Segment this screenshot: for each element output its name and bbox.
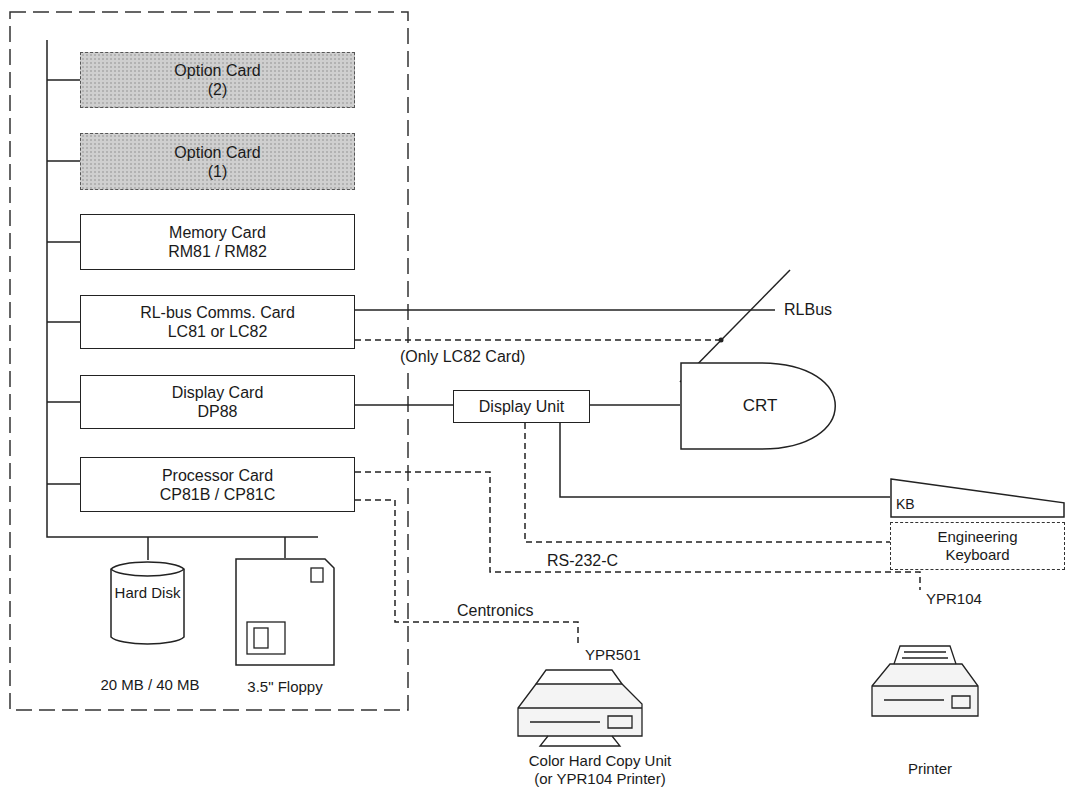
node-label: KB xyxy=(896,496,936,513)
option-card: Option Card (1) xyxy=(80,133,355,190)
drive-stub xyxy=(148,537,285,560)
connector xyxy=(355,404,453,406)
node-outline xyxy=(110,560,185,646)
floppy-window xyxy=(254,628,268,648)
node-label: Display Card DP88 xyxy=(160,383,275,421)
display-unit: Display Unit xyxy=(453,390,590,423)
node-label: YPR501 xyxy=(585,646,675,664)
disk-cylinder xyxy=(111,562,184,644)
node-caption: Printer xyxy=(850,760,1010,778)
rlbus-dashed-line xyxy=(355,339,721,341)
engineering-keyboard: Engineering Keyboard xyxy=(890,522,1065,570)
node-label: Option Card (1) xyxy=(165,143,270,181)
display-card: Display Card DP88 xyxy=(80,375,355,429)
node-label: Display Unit xyxy=(479,397,564,416)
node-label: Engineering Keyboard xyxy=(923,528,1033,564)
printer-detail xyxy=(872,652,978,708)
node-caption: Color Hard Copy Unit (or YPR104 Printer) xyxy=(525,752,675,788)
node-label: RL-bus Comms. Card LC81 or LC82 xyxy=(123,303,313,341)
enclosure-outline xyxy=(10,12,408,710)
hard-disk: Hard Disk 20 MB / 40 MB xyxy=(90,560,210,705)
signal-label: RS-232-C xyxy=(545,551,620,570)
disk-rim xyxy=(111,569,184,576)
bus-label: RLBus xyxy=(782,300,834,319)
node-label: Hard Disk xyxy=(110,584,185,602)
signal-label: Centronics xyxy=(455,601,535,620)
node-label: Processor Card CP81B / CP81C xyxy=(150,466,285,504)
comms-card: RL-bus Comms. Card LC81 or LC82 xyxy=(80,295,355,349)
rlbus-line xyxy=(355,309,775,311)
printer-body xyxy=(518,684,642,736)
color-hard-copy-unit: YPR501Color Hard Copy Unit (or YPR104 Pr… xyxy=(500,646,700,790)
node-caption: 20 MB / 40 MB xyxy=(90,676,210,694)
printer-paper xyxy=(536,670,622,684)
floppy-slot xyxy=(311,568,323,582)
connector xyxy=(355,500,578,646)
floppy-drive: 3.5" Floppy xyxy=(225,558,345,705)
node-label: 3.5" Floppy xyxy=(225,678,345,696)
node-label: Memory Card RM81 / RM82 xyxy=(155,223,280,261)
processor-card: Processor Card CP81B / CP81C xyxy=(80,457,355,512)
bus-branch xyxy=(47,80,80,484)
node-outline xyxy=(890,478,1065,518)
keyboard-outline xyxy=(891,479,1064,517)
floppy-shutter xyxy=(247,622,285,654)
connector xyxy=(355,472,920,590)
printer: YPR104Printer xyxy=(850,590,1010,786)
crt-outline xyxy=(681,363,835,449)
printer-paper xyxy=(894,646,956,664)
memory-card: Memory Card RM81 / RM82 xyxy=(80,214,355,270)
dot-matrix-printer-icon xyxy=(872,646,978,716)
bus-label: (Only LC82 Card) xyxy=(398,347,527,366)
node-label: CRT xyxy=(700,396,820,416)
color-printer-icon xyxy=(518,670,642,746)
node-outline xyxy=(235,558,335,666)
node-label: YPR104 xyxy=(926,590,1006,608)
keyboard: KB xyxy=(890,478,1065,518)
printer-tray xyxy=(540,736,620,746)
crt-monitor: CRT xyxy=(680,362,860,450)
node-label: Option Card (2) xyxy=(165,61,270,99)
connector xyxy=(590,404,680,406)
printer-detail xyxy=(518,708,642,728)
option-card: Option Card (2) xyxy=(80,52,355,108)
floppy-outline xyxy=(236,559,334,665)
